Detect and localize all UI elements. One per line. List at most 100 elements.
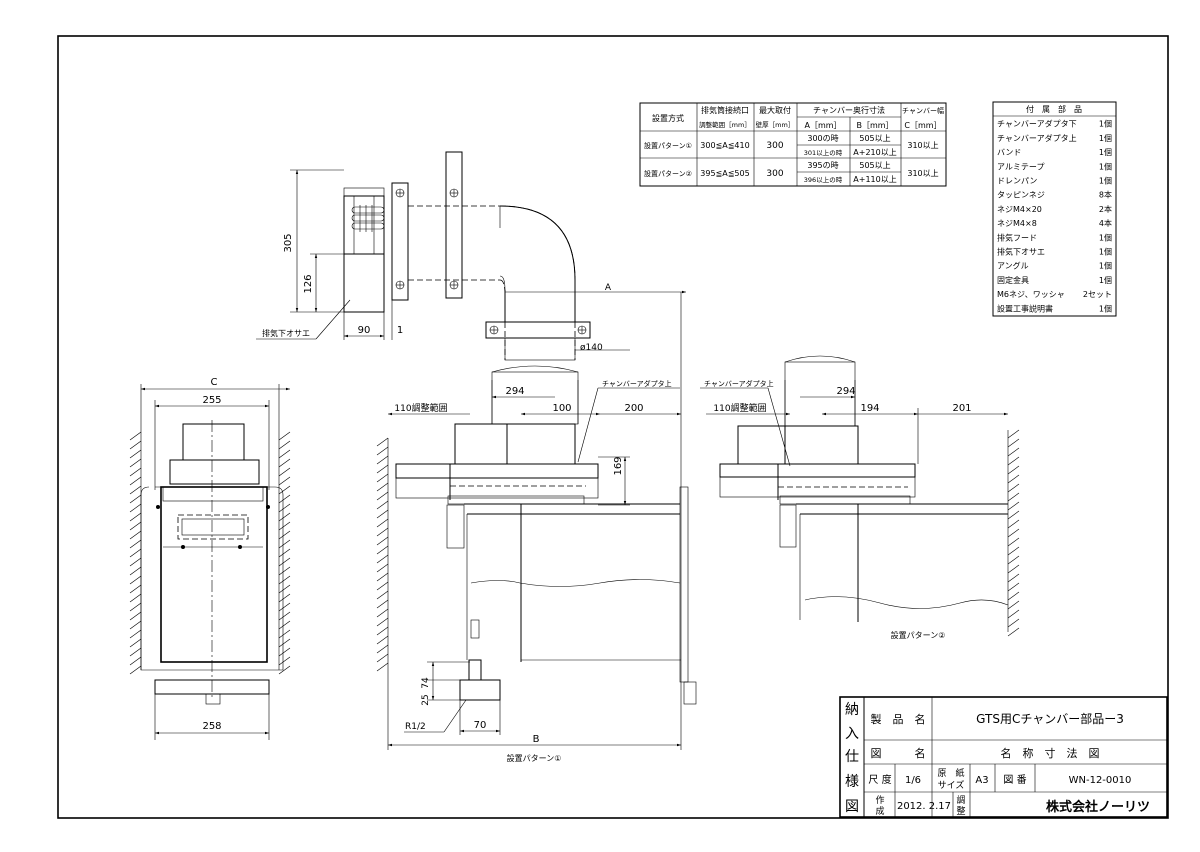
parts-item-qty: 2本	[1099, 204, 1112, 214]
parts-item-name: M6ネジ、ワッシャ	[997, 290, 1065, 299]
label-pattern-1: 設置パターン①	[507, 753, 562, 763]
dim-126: 126	[303, 274, 314, 293]
tb-product-name: GTS用Cチャンバー部品ー3	[976, 711, 1124, 726]
spec-header-exhaust-sub: 調整範囲［mm］	[699, 120, 751, 129]
dim-294a: 294	[505, 386, 524, 397]
tb-check-label-2: 整	[956, 805, 965, 817]
parts-item-qty: 1個	[1099, 147, 1112, 157]
dim-305: 305	[283, 233, 294, 252]
spec-header-depth-a: A［mm］	[804, 121, 841, 130]
tb-side-1: 納	[845, 702, 859, 718]
parts-item-name: ネジM4×20	[997, 205, 1042, 214]
label-pattern-2: 設置パターン②	[891, 630, 946, 640]
spec-table: 設置方式 排気筒接続口 調整範囲［mm］ 最大取付 壁厚［mm］ チャンバー奥行…	[639, 102, 947, 187]
parts-item-qty: 8本	[1099, 190, 1112, 200]
dim-phi140: ø140	[580, 343, 603, 353]
front-view: C 255 258	[129, 377, 291, 740]
tb-made-label-1: 作	[875, 794, 884, 806]
spec-header-exhaust: 排気筒接続口	[701, 105, 749, 115]
tb-number: WN-12-0010	[1069, 775, 1132, 786]
tb-side-2: 入	[845, 726, 859, 742]
spec-header-width: チャンバー幅	[902, 106, 944, 115]
label-exhaust-hold: 排気下オサエ	[262, 328, 310, 338]
tb-paper: A3	[975, 775, 988, 786]
spec-row2-b2: A+110以上	[853, 175, 896, 184]
dim-adj110b: 110調整範囲	[713, 402, 766, 414]
spec-row1-wall: 300	[766, 141, 783, 151]
parts-item-name: 排気フード	[997, 232, 1037, 242]
tb-date: 2012. 2.17	[897, 801, 951, 812]
parts-item-qty: 1個	[1099, 232, 1112, 242]
label-adapter-b: チャンバーアダプタ上	[704, 379, 774, 388]
spec-row1-c: 310以上	[907, 141, 938, 150]
spec-row2-wall: 300	[766, 169, 783, 179]
spec-row2-a1: 395の時	[807, 161, 838, 170]
parts-item-qty: 1個	[1099, 161, 1112, 171]
side-detail-top: 305 126 90 1 排気下オサエ A ø140	[256, 151, 686, 750]
sheet-border	[57, 35, 1169, 819]
dim-70: 70	[474, 720, 487, 731]
dim-A: A	[605, 283, 612, 293]
spec-header-width-c: C［mm］	[904, 121, 941, 130]
side-view-pattern-2: 294 110調整範囲 194 201 チャンバーアダプタ上 設置パターン②	[700, 355, 1020, 640]
dim-200: 200	[624, 403, 643, 414]
dim-C: C	[211, 377, 218, 388]
parts-title: 付 属 部 品	[1026, 104, 1082, 114]
parts-item-name: 設置工事説明書	[997, 303, 1053, 313]
parts-item-qty: 1個	[1099, 247, 1112, 257]
tb-scale: 1/6	[905, 775, 921, 786]
parts-item-qty: 1個	[1099, 176, 1112, 186]
parts-item-qty: 1個	[1099, 275, 1112, 285]
dim-255: 255	[202, 395, 221, 406]
parts-item-name: 排気下オサエ	[997, 247, 1045, 257]
dim-194: 194	[860, 403, 879, 414]
tb-paper-label-2: サイズ	[938, 779, 965, 791]
side-view-pattern-1: 74 25 70 R1/2 294 110調整範囲 100 200 チャンバーア…	[376, 365, 697, 763]
title-block: 納 入 仕 様 図 製 品 名 GTS用Cチャンバー部品ー3 図 名 名 称 寸…	[839, 696, 1168, 818]
dim-201: 201	[952, 403, 971, 414]
spec-header-depth: チャンバー奥行寸法	[813, 105, 885, 115]
dim-r12: R1/2	[405, 722, 426, 732]
dim-74: 74	[421, 677, 431, 689]
spec-row2-range: 395≦A≦505	[700, 169, 749, 178]
parts-item-name: チャンバーアダプタ上	[997, 133, 1077, 143]
dim-90: 90	[358, 325, 371, 336]
parts-item-name: アルミテープ	[997, 162, 1044, 171]
spec-row1-b2: A+210以上	[853, 148, 896, 157]
tb-scale-label: 尺 度	[868, 773, 891, 786]
parts-item-name: ネジM4×8	[997, 219, 1037, 228]
parts-item-name: タッピンネジ	[997, 191, 1045, 200]
tb-number-label: 図 番	[1003, 774, 1026, 786]
tb-product-label: 製 品 名	[871, 712, 926, 726]
spec-row2-a2: 396以上の時	[804, 175, 843, 184]
dim-25: 25	[421, 694, 431, 705]
spec-row1-range: 300≦A≦410	[700, 141, 749, 150]
tb-side-5: 図	[845, 799, 859, 815]
parts-item-qty: 1個	[1099, 261, 1112, 271]
parts-item-qty: 1個	[1099, 119, 1112, 129]
tb-side-4: 様	[845, 774, 859, 790]
spec-row1-b1: 505以上	[859, 134, 890, 143]
dim-1: 1	[397, 325, 403, 336]
dim-169: 169	[613, 456, 624, 475]
spec-header-wall: 最大取付	[759, 105, 791, 115]
spec-row2-c: 310以上	[907, 169, 938, 178]
parts-item-qty: 4本	[1099, 218, 1112, 228]
dim-adj110a: 110調整範囲	[394, 402, 447, 414]
dim-258: 258	[202, 721, 221, 732]
dim-B: B	[533, 734, 540, 745]
tb-made-label-2: 成	[875, 805, 884, 817]
spec-header-wall-sub: 壁厚［mm］	[756, 120, 795, 129]
tb-company: 株式会社ノーリツ	[1046, 799, 1150, 815]
dim-294b: 294	[836, 386, 855, 397]
tb-drawing-label: 図 名	[871, 746, 926, 760]
parts-item-qty: 1個	[1099, 303, 1112, 313]
spec-row1-a2: 301以上の時	[804, 148, 843, 157]
parts-item-name: 固定金具	[997, 275, 1029, 285]
spec-header-depth-b: B［mm］	[856, 121, 893, 130]
dim-100: 100	[552, 403, 571, 414]
spec-row1-method: 設置パターン①	[644, 141, 692, 150]
